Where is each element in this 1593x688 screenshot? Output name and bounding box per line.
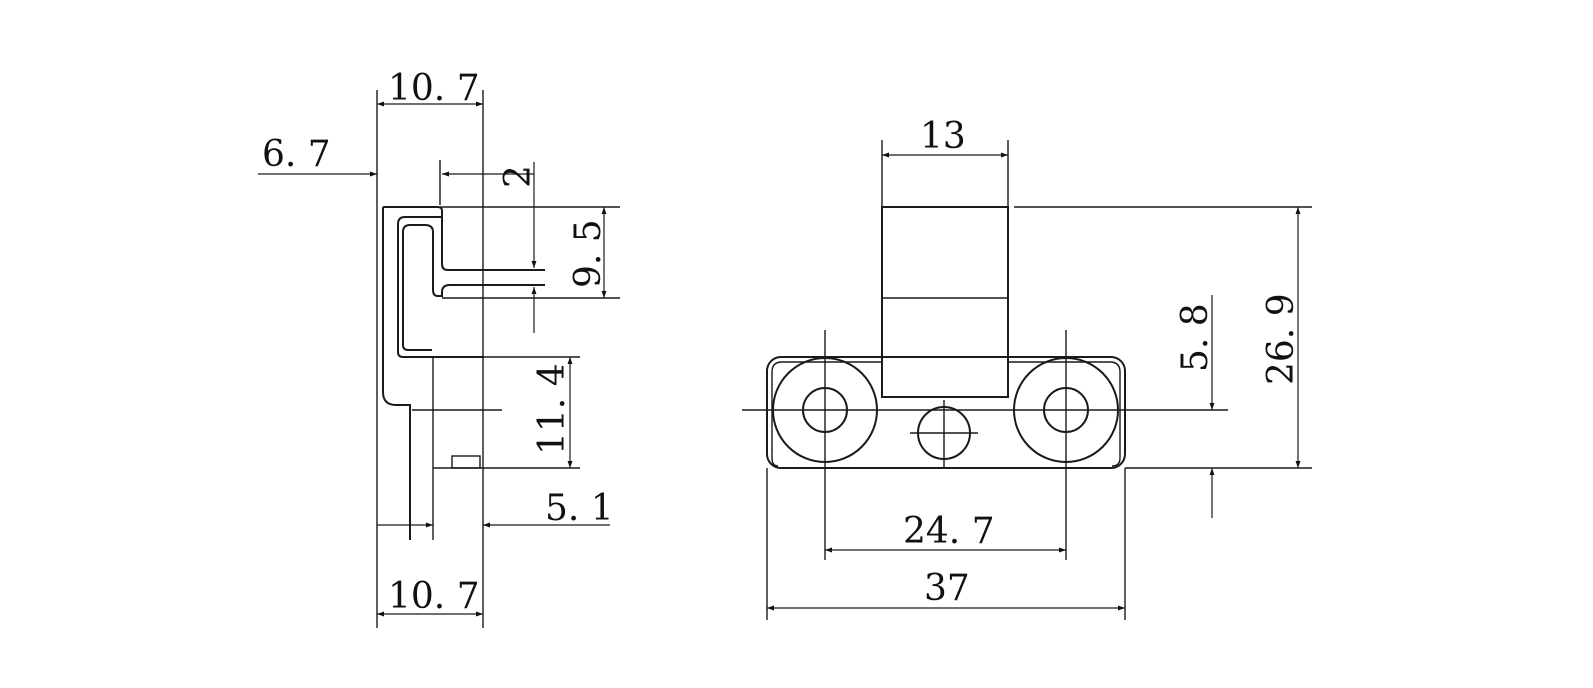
side-small-notch <box>451 455 481 469</box>
dim-lower-height-label: 11. 4 <box>532 363 573 455</box>
side-hook-outline <box>382 207 411 540</box>
upright-block <box>881 206 1009 398</box>
dim-hole-height-label: 5. 8 <box>1175 303 1216 372</box>
dim-slot-height-label: 9. 5 <box>568 219 609 288</box>
dim-top-width-label: 10. 7 <box>388 68 480 109</box>
base-plate-inner-edge-right <box>1008 361 1121 467</box>
dim-offset-label: 6. 7 <box>262 134 331 175</box>
dim-total-height-label: 26. 9 <box>1261 293 1302 385</box>
dim-slot-gap-label: 2 <box>498 165 539 188</box>
dim-bottom-offset-label: 5. 1 <box>545 488 614 529</box>
side-hook-lower <box>402 224 545 351</box>
dim-upright-width-label: 13 <box>920 116 966 157</box>
dim-hole-spacing-label: 24. 7 <box>903 511 995 552</box>
side-body-outline <box>383 206 484 358</box>
side-view: 10. 7 6. 7 2 9. 5 11. 4 5. 1 10. 7 <box>258 68 620 628</box>
dim-total-width-label: 37 <box>924 568 970 609</box>
side-hook-inner <box>441 217 545 271</box>
base-plate-inner-edge <box>771 361 882 467</box>
base-plate <box>766 356 1126 469</box>
front-view: 13 5. 8 26. 9 24. 7 37 <box>742 116 1312 620</box>
dim-bottom-width-label: 10. 7 <box>388 576 480 617</box>
